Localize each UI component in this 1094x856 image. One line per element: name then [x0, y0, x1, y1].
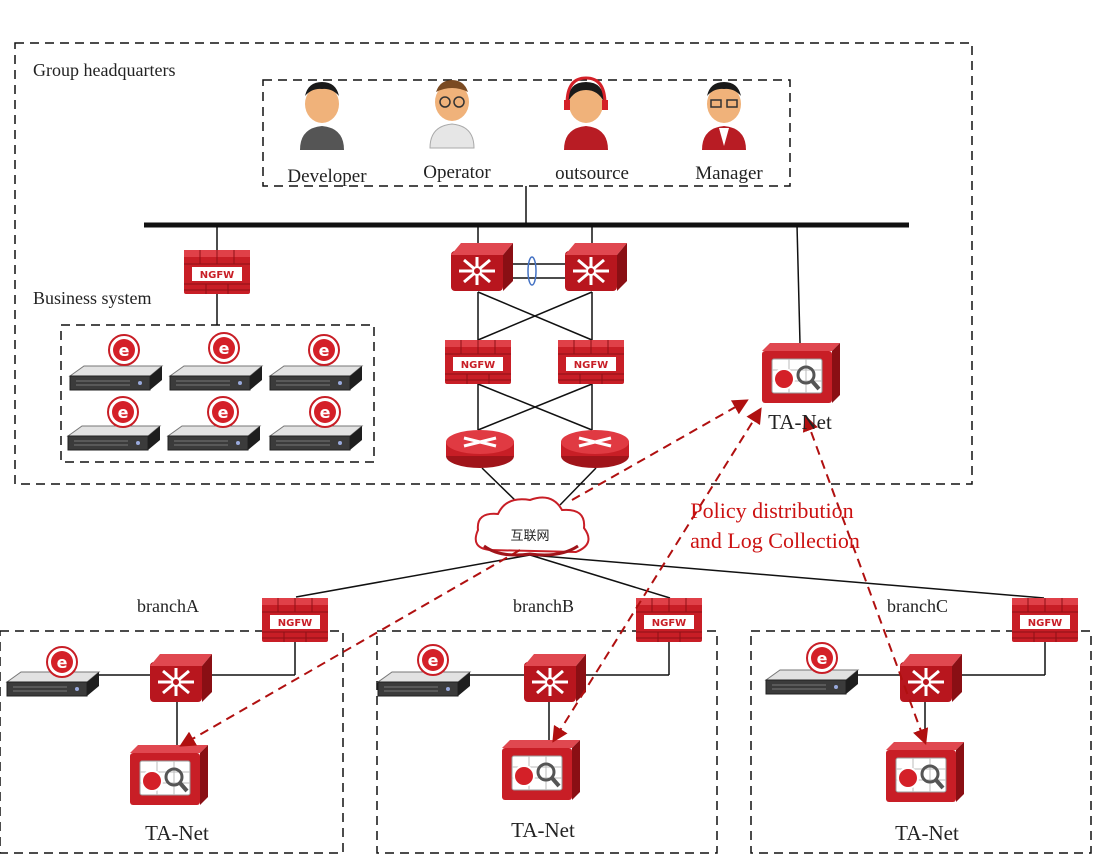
svg-text:e: e [319, 341, 330, 360]
hq-router-right [559, 428, 631, 470]
svg-text:NGFW: NGFW [200, 270, 234, 281]
internet-cloud-icon: 互联网 [474, 496, 590, 557]
branch-a-region [0, 630, 344, 854]
branch-b-server [377, 671, 471, 697]
manager-label: Manager [695, 163, 763, 184]
business-server [67, 425, 161, 451]
business-system-ngfw: NGFW [183, 249, 251, 295]
business-server [167, 425, 261, 451]
server-badges: e e e e e e [107, 332, 341, 428]
manager-person-icon [702, 82, 746, 150]
outsource-label: outsource [555, 163, 629, 184]
branch-c-label: branchC [887, 596, 948, 616]
annotation-line-2: and Log Collection [690, 528, 860, 553]
hq-ngfw-left: NGFW [444, 339, 512, 385]
operator-person-icon [429, 80, 475, 149]
branch-b-ta-net-label: TA-Net [511, 818, 575, 842]
hq-ngfw-right: NGFW [557, 339, 625, 385]
developer-person-icon [300, 82, 344, 150]
svg-text:NGFW: NGFW [278, 618, 312, 629]
branch-a-server-badge: e [46, 646, 78, 678]
svg-text:NGFW: NGFW [574, 360, 608, 371]
business-server [269, 425, 363, 451]
branch-c-ta-net-label: TA-Net [895, 821, 959, 845]
branch-a-switch [148, 652, 214, 704]
hq-ta-net-label: TA-Net [768, 410, 832, 434]
business-server [69, 365, 163, 391]
svg-text:e: e [218, 403, 229, 422]
business-server [269, 365, 363, 391]
branch-a-server [6, 671, 100, 697]
branch-b-switch [522, 652, 588, 704]
svg-text:e: e [428, 651, 439, 670]
business-server [169, 365, 263, 391]
branch-a-ngfw: NGFW [261, 597, 329, 643]
branch-b-ta-net-appliance [500, 738, 582, 802]
stack-link-marker [527, 256, 537, 286]
business-system-label: Business system [33, 288, 152, 308]
hq-ta-net-appliance [760, 341, 842, 405]
policy-arrows [179, 399, 929, 747]
branch-c-server [765, 669, 859, 695]
branch-c-ngfw: NGFW [1011, 597, 1079, 643]
svg-text:e: e [57, 653, 68, 672]
developer-label: Developer [287, 166, 367, 187]
policy-arrow-branch-b [552, 407, 762, 743]
svg-text:e: e [119, 341, 130, 360]
branch-c-ta-net-appliance [884, 740, 966, 804]
svg-text:NGFW: NGFW [652, 618, 686, 629]
svg-text:e: e [118, 403, 129, 422]
branch-b-label: branchB [513, 596, 574, 616]
svg-text:互联网: 互联网 [510, 529, 549, 544]
core-switch-right [563, 241, 629, 293]
annotation-line-1: Policy distribution [690, 498, 853, 523]
svg-text:NGFW: NGFW [461, 360, 495, 371]
headset-person-icon [564, 76, 608, 150]
branch-b-ngfw: NGFW [635, 597, 703, 643]
users-group-region [262, 79, 791, 187]
headquarters-region [14, 42, 973, 485]
branch-b-server-badge: e [417, 644, 449, 676]
branch-a-ta-net-label: TA-Net [145, 821, 209, 845]
policy-arrow-branch-c [802, 414, 929, 746]
svg-text:e: e [219, 339, 230, 358]
hq-router-left [444, 428, 516, 470]
branch-a-label: branchA [137, 596, 199, 616]
branch-c-switch [898, 652, 964, 704]
core-switch-left [449, 241, 515, 293]
branch-c-server-badge: e [806, 642, 838, 674]
svg-text:NGFW: NGFW [1028, 618, 1062, 629]
policy-arrow-branch-a [179, 549, 521, 747]
headquarters-label: Group headquarters [33, 60, 175, 80]
branch-a-ta-net-appliance [128, 743, 210, 807]
operator-label: Operator [423, 162, 491, 183]
svg-text:e: e [817, 649, 828, 668]
svg-text:e: e [320, 403, 331, 422]
